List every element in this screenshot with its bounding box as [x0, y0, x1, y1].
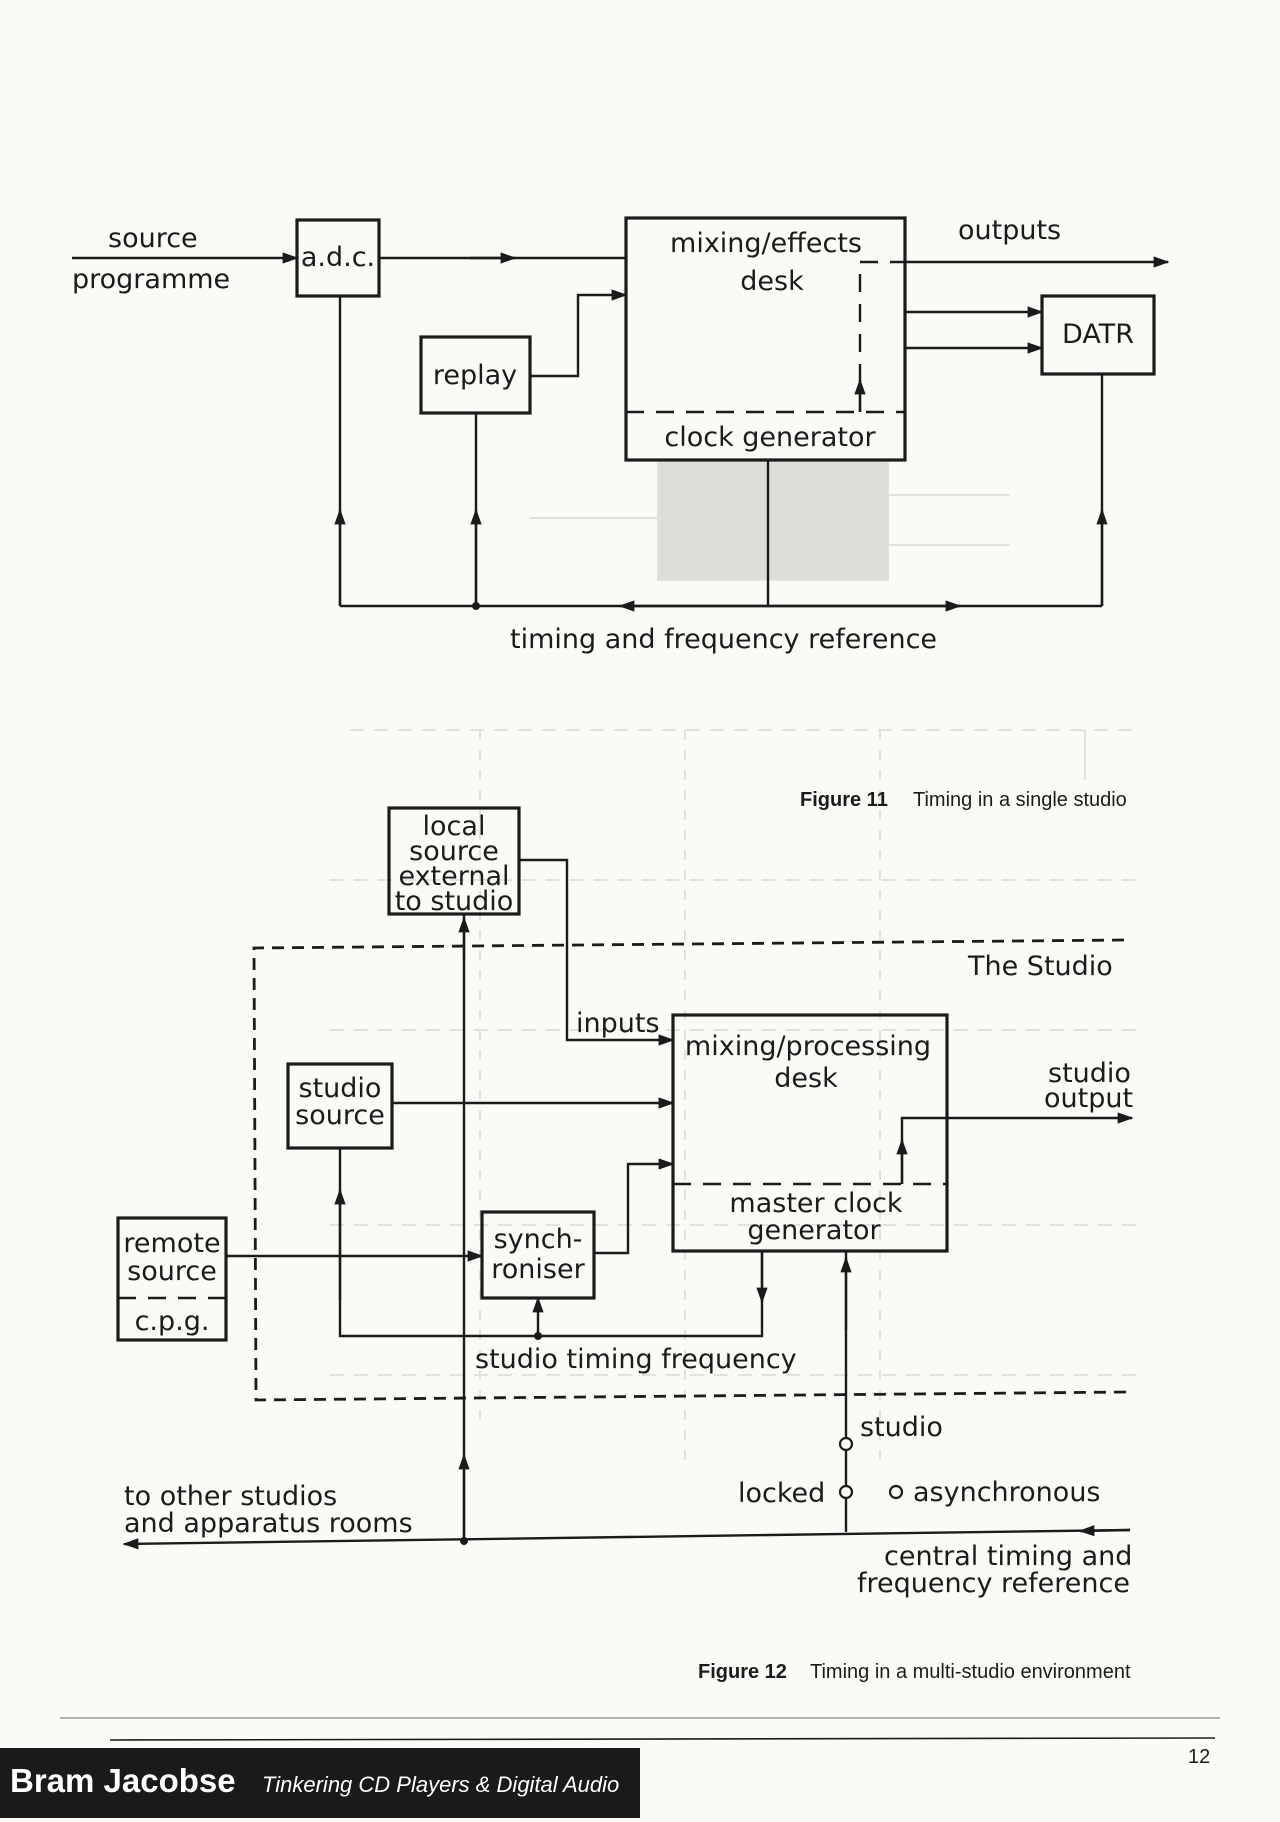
switch-async-contact	[888, 1484, 904, 1500]
remote-source-box	[116, 1216, 228, 1342]
mixing-effects-desk-box	[624, 216, 907, 462]
central-timing-label: central timing and	[884, 1541, 1132, 1572]
local-to-studio-label: to studio	[395, 886, 514, 917]
remote-source-label: source	[127, 1256, 217, 1287]
studio-source-label-2: source	[295, 1100, 385, 1131]
bus-junction-replay	[472, 602, 480, 610]
mixing-processing-desk-box	[671, 1013, 949, 1253]
studio-source-label-1: studio	[299, 1073, 382, 1104]
footer-rule	[109, 1737, 1216, 1741]
figure-11: a.d.c. mixing/effects desk clock generat…	[72, 215, 1170, 811]
studio-output-label-2: output	[1044, 1083, 1133, 1114]
replay-to-desk-arrow	[530, 289, 628, 378]
figure-11-caption-label: Figure 11	[800, 789, 888, 811]
bus-junction-local	[460, 1537, 468, 1545]
studio-boundary	[252, 938, 1131, 1402]
to-other-studios-label: to other studios	[124, 1481, 337, 1512]
remote-label: remote	[123, 1228, 220, 1259]
footer-title: Tinkering CD Players & Digital Audio	[262, 1772, 620, 1797]
studio-output-label-1: studio	[1048, 1058, 1131, 1089]
frequency-reference-label: frequency reference	[857, 1568, 1130, 1599]
programme-label: programme	[72, 264, 230, 295]
mixing-effects-label: mixing/effects	[670, 228, 862, 259]
figure-12: The Studio local source external to stud…	[116, 806, 1134, 1683]
switch-studio-contact	[838, 1436, 854, 1452]
central-input-arrowhead	[1078, 1525, 1131, 1537]
cpg-label: c.p.g.	[135, 1306, 210, 1337]
replay-label: replay	[433, 360, 517, 391]
desk-label-2: desk	[774, 1063, 838, 1094]
switch-locked-label: locked	[738, 1478, 825, 1509]
figure-12-caption-label: Figure 12	[698, 1661, 787, 1683]
footer-author: Bram Jacobse	[10, 1762, 236, 1799]
synch-label: synch-	[494, 1224, 583, 1255]
datr-label: DATR	[1062, 319, 1134, 350]
footer-banner	[0, 1748, 640, 1818]
local-external-label: external	[398, 861, 509, 892]
local-label: local	[423, 811, 486, 842]
the-studio-label: The Studio	[967, 951, 1113, 982]
source-label: source	[108, 223, 198, 254]
central-reference-bus-arrow	[122, 1528, 1131, 1550]
apparatus-rooms-label: and apparatus rooms	[124, 1508, 413, 1539]
desk-label: desk	[740, 266, 804, 297]
loop-junction	[534, 1332, 542, 1340]
switch-asynchronous-label: asynchronous	[913, 1477, 1101, 1508]
switch-studio-label: studio	[860, 1412, 943, 1443]
studio-output-arrow	[900, 1112, 1134, 1184]
show-through-ghost	[330, 459, 1140, 1460]
clock-to-output-dashed	[858, 260, 905, 412]
clock-generator-label: clock generator	[664, 422, 876, 453]
figure-11-caption-text: Timing in a single studio	[913, 789, 1127, 811]
page-number: 12	[1188, 1746, 1211, 1768]
local-source-label: source	[409, 836, 499, 867]
outputs-label: outputs	[958, 215, 1061, 246]
synchroniser-to-desk-arrow	[594, 1158, 675, 1255]
mixing-processing-label: mixing/processing	[685, 1031, 931, 1062]
figure-12-caption-text: Timing in a multi-studio environment	[810, 1661, 1131, 1683]
local-to-desk-arrow	[519, 858, 675, 1046]
timing-reference-label: timing and frequency reference	[510, 624, 937, 655]
inputs-label: inputs	[576, 1008, 660, 1039]
datr-box	[1040, 294, 1156, 376]
switch-locked-contact	[838, 1484, 854, 1500]
adc-label: a.d.c.	[301, 242, 375, 273]
master-clock-label: master clock	[729, 1188, 903, 1219]
studio-timing-frequency-label: studio timing frequency	[475, 1344, 797, 1375]
roniser-label: roniser	[491, 1254, 585, 1285]
generator-label: generator	[747, 1215, 881, 1246]
